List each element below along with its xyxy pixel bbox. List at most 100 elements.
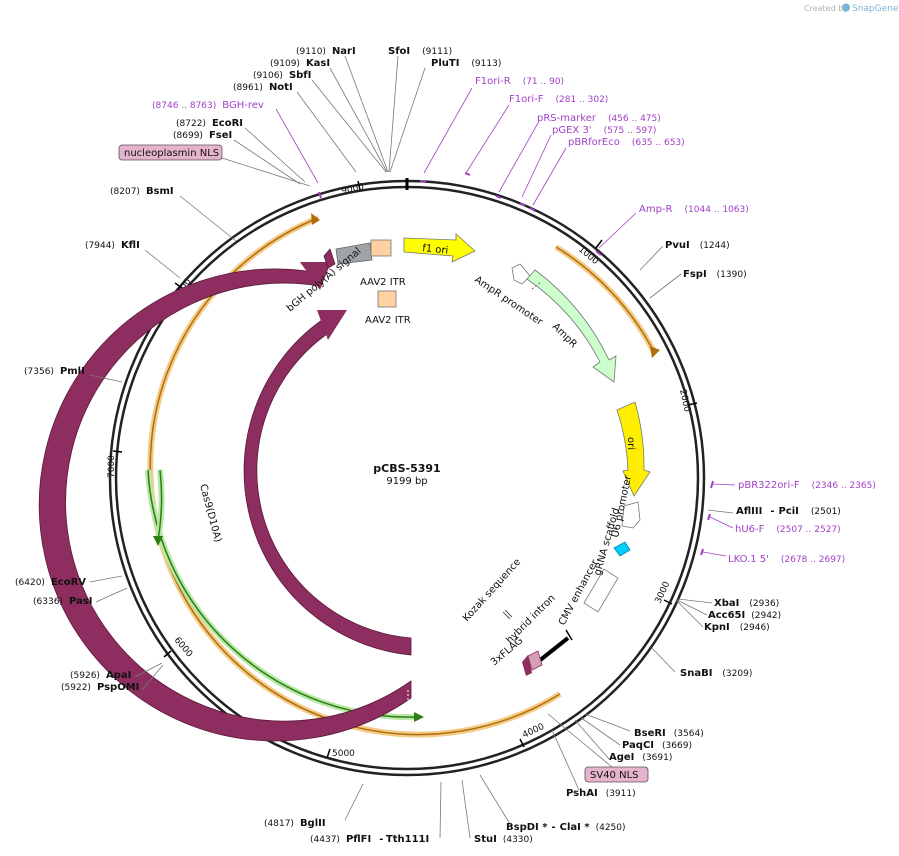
enzyme-pos-sfoi: (9111) <box>422 47 452 57</box>
svg-text:pBRforEco(635 .. 653): pBRforEco(635 .. 653) <box>568 137 685 148</box>
enzyme-name-pshai: PshAI <box>566 788 598 799</box>
cas9-d10a-arc[interactable] <box>38 268 412 742</box>
enzyme-pos-paqci: (3669) <box>662 741 692 751</box>
ori-label: ori <box>625 437 636 450</box>
tick-7000: 7000 <box>107 455 117 478</box>
enzyme-pos-agei: (3691) <box>642 753 672 763</box>
ampr-promoter-arrow[interactable] <box>511 263 531 285</box>
svg-text:pGEX 3'(575 .. 597): pGEX 3'(575 .. 597) <box>552 125 656 136</box>
ampr-arrow[interactable] <box>526 269 617 383</box>
enzyme-name-bseri: BseRI <box>634 728 666 739</box>
svg-text:(6420)EcoRV: (6420)EcoRV <box>15 577 86 588</box>
svg-text:(8699)FseI: (8699)FseI <box>173 130 232 141</box>
enzyme-sep-afliii: - <box>770 506 774 517</box>
enzyme-name-apai: ApaI <box>106 670 131 681</box>
enzyme-pos-bspdi: (4250) <box>596 823 626 833</box>
primer-leaders <box>275 87 736 557</box>
enzyme-pos-kfli: (7944) <box>85 241 115 251</box>
enzyme-name-kpni: KpnI <box>704 622 730 633</box>
enzyme-labels: (9110)NarI SfoI(9111) (9109)KasI PluTI(9… <box>15 46 841 845</box>
enzyme-name-pmli: PmlI <box>60 366 85 377</box>
enzyme-sep-bspdi: - <box>551 822 555 833</box>
enzyme-pos-stui: (4330) <box>503 835 533 845</box>
aav2-itr-2-box[interactable] <box>377 290 397 308</box>
enzyme-name-acc65i: Acc65I <box>708 610 745 621</box>
svg-text:BseRI(3564): BseRI (3564) <box>634 728 704 739</box>
enzyme-name-kasi: KasI <box>306 58 330 69</box>
orange-arc-right <box>555 246 655 353</box>
primer-range-prs-marker: (456 .. 475) <box>608 114 661 124</box>
primer-markers <box>318 172 714 556</box>
enzyme-pos-sbfi: (9106) <box>253 71 283 81</box>
enzyme-pos-pasi: (6336) <box>33 597 63 607</box>
hybrid-intron-bar[interactable] <box>537 636 570 663</box>
enzyme-pos-kpni: (2946) <box>740 623 770 633</box>
tick-2000: 2000 <box>677 389 692 414</box>
enzyme-name-stui: StuI <box>474 834 497 845</box>
aav2-itr-1-box[interactable] <box>370 239 392 257</box>
enzyme-name-pluti: PluTI <box>431 58 459 69</box>
enzyme-name-bglii: BglII <box>300 818 326 829</box>
svg-text:(6336)PasI: (6336)PasI <box>33 596 92 607</box>
ampr-dashed-mark <box>531 281 542 290</box>
enzyme-pos-ecori: (8722) <box>176 119 206 129</box>
tick-9000: 9000 <box>341 182 366 197</box>
svg-text:(9110)NarI: (9110)NarI <box>296 46 356 57</box>
enzyme-name-pcii: PciI <box>778 506 798 517</box>
enzyme-pos-snabi: (3209) <box>722 669 752 679</box>
enzyme-pos-apai: (5926) <box>70 671 100 681</box>
bgh-polya-feature[interactable] <box>335 242 373 265</box>
cas9-arc[interactable] <box>243 319 412 656</box>
enzyme-pos-fsei: (8699) <box>173 131 203 141</box>
u6-promoter-arrow[interactable] <box>621 501 641 529</box>
f1-ori-label: f1 ori <box>422 243 449 257</box>
enzyme-pos-xbai: (2936) <box>749 599 779 609</box>
svg-text:(8722)EcoRI: (8722) EcoRI <box>176 118 243 129</box>
primer-range-bgh-rev: (8746 .. 8763) <box>152 101 216 111</box>
enzyme-pos-bseri: (3564) <box>674 729 704 739</box>
svg-text:PluTI(9113): PluTI (9113) <box>431 58 501 69</box>
svg-text:F1ori-R(71 .. 90): F1ori-R(71 .. 90) <box>475 76 564 87</box>
snapgene-logo-icon <box>842 3 850 12</box>
enzyme-name-pspomi: PspOMI <box>97 682 139 693</box>
credit-brand[interactable]: SnapGene <box>852 4 899 14</box>
aav2-itr-1-label: AAV2 ITR <box>360 277 406 288</box>
3xflag-arrow <box>522 655 532 676</box>
enzyme-pos-nari: (9110) <box>296 47 326 57</box>
grna-scaffold-marker[interactable] <box>613 541 631 557</box>
cmv-enhancer-box[interactable] <box>583 568 619 613</box>
svg-text:(5922)PspOMI: (5922)PspOMI <box>61 682 139 693</box>
svg-text:(5926)ApaI: (5926) ApaI <box>70 670 131 681</box>
enzyme-name-noti: NotI <box>269 82 293 93</box>
primer-name-amp-r: Amp-R <box>639 204 673 215</box>
primer-name-pbr322ori-f: pBR322ori-F <box>738 480 800 491</box>
orange-arc-left <box>149 217 561 736</box>
nucleoplasmin-nls-label: nucleoplasmin NLS <box>124 148 219 159</box>
svg-text:Acc65I(2942): Acc65I(2942) <box>708 610 781 621</box>
enzyme-pos-bglii: (4817) <box>264 819 294 829</box>
tick-6000: 6000 <box>172 636 195 660</box>
svg-text:XbaI(2936): XbaI(2936) <box>714 598 779 609</box>
sv40-nls-box[interactable] <box>584 766 649 783</box>
enzyme-name-paqci: PaqCI <box>622 740 654 751</box>
enzyme-name-pvui: PvuI <box>665 240 690 251</box>
svg-text:(9109)KasI: (9109)KasI <box>270 58 330 69</box>
svg-text:(8746 .. 8763)BGH-rev: (8746 .. 8763)BGH-rev <box>152 100 264 111</box>
svg-text:pBR322ori-F(2346 .. 2365): pBR322ori-F(2346 .. 2365) <box>738 480 876 491</box>
orange-arc-right-arrow <box>650 346 660 358</box>
svg-text:KpnI(2946): KpnI (2946) <box>704 622 770 633</box>
enzyme-pos-pluti: (9113) <box>471 59 501 69</box>
svg-text:(9106)SbfI: (9106)SbfI <box>253 70 311 81</box>
enzyme-name-ecori: EcoRI <box>212 118 243 129</box>
kozak-label: Kozak sequence <box>461 557 523 624</box>
enzyme-name-afliii: AflIII <box>736 506 762 517</box>
sv40-leader <box>547 713 613 768</box>
3xflag-feature[interactable] <box>527 650 543 671</box>
nucleoplasmin-nls-box[interactable] <box>118 144 223 161</box>
svg-text:hU6-F(2507 .. 2527): hU6-F(2507 .. 2527) <box>735 524 841 535</box>
ori-arrow[interactable] <box>616 401 651 497</box>
svg-text:AgeI(3691): AgeI(3691) <box>609 752 672 763</box>
f1-ori-arrow[interactable] <box>403 233 476 263</box>
enzyme-name-bspdi: BspDI * <box>506 822 548 833</box>
enzyme-pos-bsmi: (8207) <box>110 187 140 197</box>
